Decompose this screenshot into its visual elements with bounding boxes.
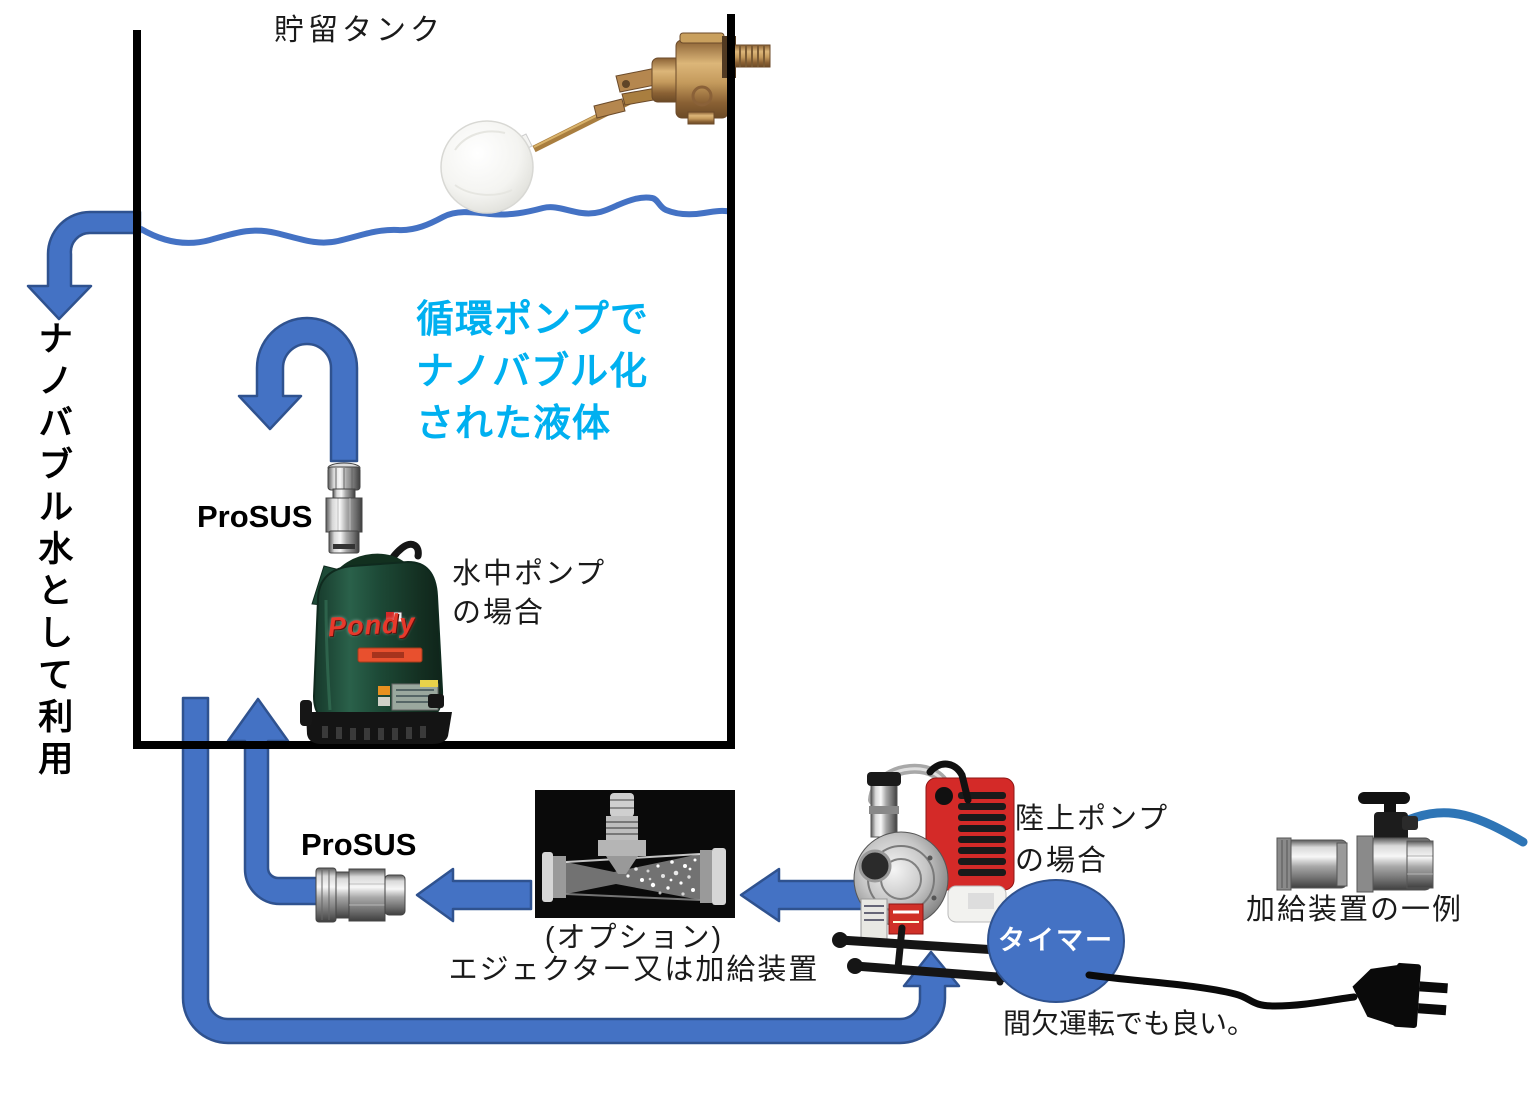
submersible-pump-photo <box>300 540 452 744</box>
supply-right-knurl <box>1356 835 1374 893</box>
landpump-suction-port <box>858 849 892 883</box>
float-ball <box>440 120 534 214</box>
prosus-lower-nose <box>384 874 406 916</box>
circulation-caption-line3: された液体 <box>416 403 612 445</box>
submersible-caption-line2: の場合 <box>452 597 546 629</box>
prosus-upper-hex <box>325 497 363 533</box>
outflow-arrow <box>26 210 142 321</box>
return-pipe <box>181 696 961 1045</box>
ejector-right-ring <box>700 850 712 903</box>
ejector-left-ring <box>553 856 566 898</box>
supply-device-caption: 加給装置の一例 <box>1246 894 1464 926</box>
landpump-red-label <box>888 903 924 935</box>
tank-right-wall <box>727 14 735 748</box>
supply-device-photo <box>1276 792 1528 893</box>
landpump-tank-label <box>968 893 994 909</box>
landpump-throttle-lever <box>926 760 972 804</box>
pump-outlet-right <box>428 694 444 708</box>
prosus-upper-slot <box>333 544 355 549</box>
prosus-upper-label: ProSUS <box>197 499 313 534</box>
prosus-upper-sleeve <box>328 530 360 554</box>
ejector-photo <box>535 790 735 918</box>
supply-blue-tube <box>1403 808 1528 847</box>
pump-warning-label2 <box>378 697 390 706</box>
pump-strainer-slots <box>322 726 426 740</box>
valve-outlet <box>687 111 715 125</box>
prosus-lower-label: ProSUS <box>301 827 417 862</box>
landpump-discharge-collar <box>869 806 899 814</box>
nipple-threads <box>739 45 765 67</box>
prosus-lower-fitting <box>315 867 406 923</box>
supply-valve-handle <box>1358 792 1410 804</box>
circulation-uturn-arrow <box>237 316 359 463</box>
ball-texture <box>454 130 506 151</box>
power-plug <box>1352 962 1448 1029</box>
pump-yellow-tab <box>420 680 438 687</box>
landpump-lever-pivot <box>935 787 953 805</box>
ejector-caption-line1: (オプション) <box>544 922 724 954</box>
prosus-lower-hex <box>348 868 386 922</box>
intake-elbow-arrow <box>226 697 319 906</box>
ball-texture2 <box>454 184 513 196</box>
circulation-caption-line1: 循環ポンプで <box>416 299 649 341</box>
pump-flag-red <box>386 612 394 622</box>
landpump-discharge-cap <box>867 772 901 786</box>
outflow-vertical-caption: ナノバブル水として利用 <box>33 320 73 782</box>
hinge-screw <box>622 80 630 88</box>
timer-label: タイマー <box>998 925 1114 956</box>
pump-body-highlight <box>324 599 332 711</box>
pump-banner-text <box>372 652 404 658</box>
ejector-bubbles <box>626 858 697 896</box>
valve-top-cap <box>679 32 725 44</box>
ejector-port-hexnut <box>598 840 646 856</box>
circulation-caption-line2: ナノバブル化 <box>416 351 649 393</box>
timer-ellipse <box>987 879 1125 1003</box>
float-valve-assembly <box>440 32 771 214</box>
ejector-caption-line2: エジェクター又は加給装置 <box>448 954 820 986</box>
prosus-lower-knurl <box>315 867 337 923</box>
power-cord-group <box>1085 962 1448 1029</box>
prosus-upper-fitting <box>325 462 363 554</box>
plug-prong-bottom <box>1417 1003 1447 1016</box>
pump-warning-label1 <box>378 686 390 695</box>
supply-left-ring <box>1336 842 1348 887</box>
rod-coupling <box>593 98 626 119</box>
submersible-caption-line1: 水中ポンプ <box>452 558 607 590</box>
landpump-caption-line1: 陸上ポンプ <box>1015 803 1170 835</box>
ejector-injector-tip <box>606 856 638 874</box>
pump-foot-left <box>300 700 312 726</box>
ejector-to-prosus-arrow <box>415 867 533 923</box>
valve-detail <box>691 85 713 107</box>
pump-to-ejector-arrow <box>739 867 864 923</box>
supply-valve-port <box>1402 816 1418 830</box>
ejector-right-flange <box>712 848 726 905</box>
prosus-lower-rings <box>335 871 350 919</box>
supply-right-hex <box>1406 840 1434 889</box>
ejector-left-flange <box>542 852 553 902</box>
float-rod <box>532 92 642 153</box>
ejector-port-barb <box>610 793 634 817</box>
storage-tank-outline <box>133 14 735 749</box>
tank-title: 貯留タンク <box>274 14 444 47</box>
tank-left-wall <box>133 30 141 748</box>
pondy-brand-label: Pondy <box>327 607 417 643</box>
land-pump-photo <box>832 760 1045 988</box>
plug-prong-top <box>1419 981 1448 994</box>
supply-left-knurl <box>1276 837 1292 891</box>
water-surface-line <box>138 194 734 246</box>
landpump-caption-line2: の場合 <box>1015 845 1109 877</box>
power-note-caption: 間欠運転でも良い。 <box>1003 1008 1256 1039</box>
power-cord <box>1085 971 1358 1010</box>
flow-arrows <box>26 210 961 1045</box>
tank-bottom <box>133 741 735 749</box>
